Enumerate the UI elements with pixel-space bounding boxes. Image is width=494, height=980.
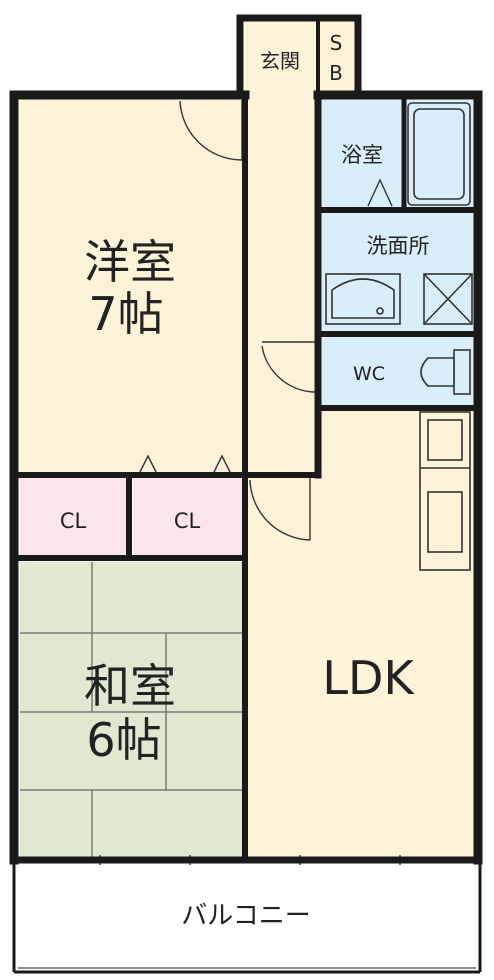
tatami-seams bbox=[20, 562, 242, 858]
balcony-railing bbox=[12, 860, 482, 974]
walls bbox=[9, 14, 483, 865]
japanese-room-label: 和室 bbox=[84, 659, 176, 713]
sb-area bbox=[318, 18, 358, 95]
closet-1-area bbox=[20, 478, 126, 556]
japanese-room-size: 6帖 bbox=[86, 713, 161, 767]
ldk-label: LDK bbox=[322, 651, 415, 705]
closet-2-label: CL bbox=[174, 509, 201, 533]
wc-label: WC bbox=[353, 363, 385, 385]
kitchen-counter-icon bbox=[419, 411, 471, 571]
sb-label-top: S bbox=[330, 31, 343, 55]
genkan-label: 玄関 bbox=[260, 49, 300, 73]
closet-1-label: CL bbox=[60, 509, 87, 533]
washing-machine-pan-icon bbox=[423, 273, 473, 325]
western-room-size: 7帖 bbox=[88, 287, 163, 341]
bathtub-icon bbox=[407, 102, 471, 206]
japanese-room-area bbox=[20, 562, 242, 858]
closet-2-area bbox=[133, 478, 243, 556]
balcony-label: バルコニー bbox=[181, 901, 310, 931]
balcony-area bbox=[14, 862, 482, 970]
sb-label-bottom: B bbox=[329, 61, 343, 85]
genkan-area bbox=[245, 18, 318, 95]
wash-basin-icon bbox=[325, 273, 401, 325]
ldk-area bbox=[245, 408, 475, 858]
washroom-label: 洗面所 bbox=[367, 234, 430, 258]
western-room-area bbox=[20, 95, 245, 473]
bath-label: 浴室 bbox=[341, 143, 383, 167]
closet-door-markers bbox=[137, 178, 393, 477]
toilet-icon bbox=[420, 349, 471, 395]
western-room-label: 洋室 bbox=[84, 235, 176, 289]
